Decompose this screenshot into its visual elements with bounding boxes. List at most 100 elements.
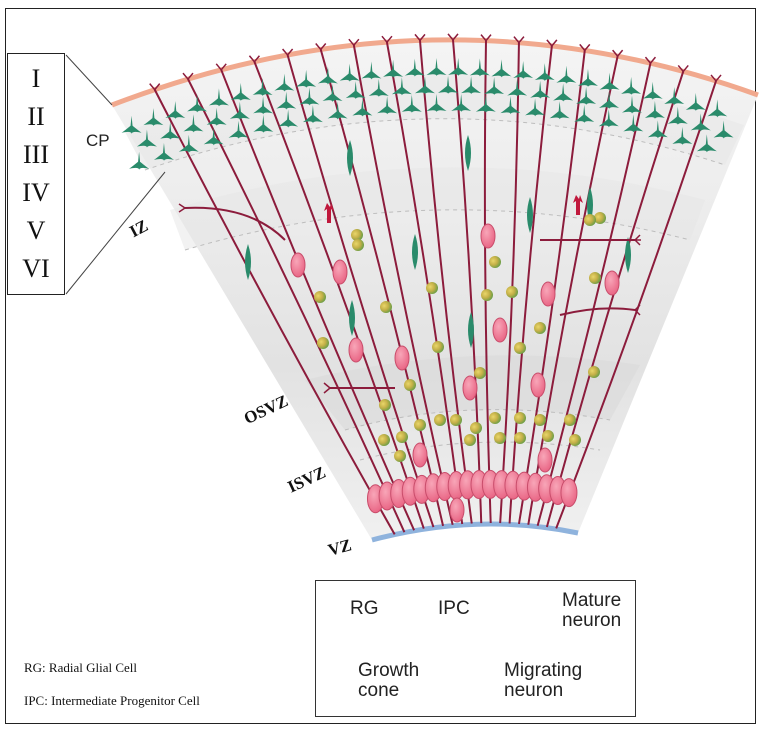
mature-neuron-icon [136, 129, 157, 148]
legend-rg-label: RG [350, 598, 379, 619]
ipc-icon [396, 431, 408, 443]
ipc-icon [514, 412, 526, 424]
mature-neuron-icon [183, 114, 204, 133]
ipc-icon [534, 322, 546, 334]
mature-neuron-icon [296, 69, 317, 88]
ipc-icon [352, 239, 364, 251]
outer-rg-soma [462, 375, 478, 401]
mature-neuron-icon [621, 95, 642, 114]
mature-neuron-icon [667, 106, 688, 125]
migrating-neurons [245, 135, 631, 348]
mature-neuron-icon [707, 99, 728, 118]
footnote-rg: RG: Radial Glial Cell [24, 660, 138, 675]
ipc-icon [317, 337, 329, 349]
migrating-neuron-icon [347, 140, 353, 176]
outer-rg-soma [537, 447, 553, 473]
endfoot-icon [579, 43, 591, 52]
layer-label: II [27, 102, 45, 131]
outer-rg-soma [530, 372, 546, 398]
rg-cell-bodies [290, 223, 620, 523]
endfoot-icon [182, 72, 194, 81]
mature-neuron-icon [229, 101, 250, 120]
mature-neuron-icon [187, 94, 208, 113]
radial-fiber [418, 40, 473, 524]
ipc-icon [494, 432, 506, 444]
mature-neuron-icon [383, 59, 404, 78]
callout-line-bottom [65, 171, 166, 295]
mature-neurons [121, 57, 734, 170]
mature-neuron-icon [208, 88, 229, 107]
ipc-icon [481, 289, 493, 301]
footnote-ipc: IPC: Intermediate Progenitor Cell [24, 693, 200, 708]
endfoot-icon [282, 48, 294, 57]
radial-fiber [508, 45, 553, 524]
radial-fiber [385, 41, 464, 525]
layer-label: IV [22, 178, 50, 207]
mature-neuron-icon [401, 94, 422, 113]
ipc-icon [426, 282, 438, 294]
radial-fiber [545, 71, 685, 528]
mature-neuron-icon [534, 63, 555, 82]
mature-neuron-icon [623, 114, 644, 133]
migrating-neuron-icon [468, 312, 474, 348]
mature-neuron-icon [475, 94, 496, 113]
ipc-icon [564, 414, 576, 426]
mature-neuron-icon [345, 81, 366, 100]
mature-neuron-icon [713, 120, 734, 139]
endfoot-icon [215, 63, 227, 71]
endfoot-icon [315, 42, 327, 51]
outer-rg-soma [394, 345, 410, 371]
ipc-icon [379, 399, 391, 411]
ipc-icon [588, 366, 600, 378]
ipc-icon [594, 212, 606, 224]
mature-neuron-icon [484, 77, 505, 96]
endfoot-icon [644, 56, 657, 65]
ipc-icon [404, 379, 416, 391]
legend-growth-label-1: Growth [358, 660, 420, 681]
radial-fiber [220, 69, 416, 531]
mature-neuron-icon [327, 101, 348, 120]
ipc-icon [351, 229, 363, 241]
mature-neuron-icon [203, 127, 224, 146]
mature-neuron-icon [426, 94, 447, 112]
mature-neuron-icon [647, 120, 668, 139]
zone-label-cp: CP [86, 131, 110, 150]
legend-mature-label-2: neuron [562, 610, 622, 631]
endfoot-icon [546, 39, 558, 48]
endfoot-icon [414, 33, 426, 42]
endfoot-icon [348, 38, 360, 47]
mature-neuron-icon [302, 105, 323, 124]
migrating-neuron-icon [587, 187, 593, 223]
outer-rg-soma [540, 281, 556, 307]
endfoot-icon [677, 64, 689, 73]
mature-neuron-icon [276, 91, 297, 110]
ipc-icon [314, 291, 326, 303]
migrating-neuron-icon [465, 135, 471, 171]
mature-neuron-icon [404, 58, 425, 77]
endfoot-icon [513, 36, 525, 44]
mature-neuron-icon [500, 96, 521, 115]
ipc-icon [489, 412, 501, 424]
mature-neuron-icon [438, 75, 459, 94]
endfoot-icon [447, 33, 459, 42]
radial-fiber [517, 50, 586, 525]
mature-neuron-icon [507, 78, 528, 97]
mature-neuron-icon [599, 72, 620, 91]
layer-label: VI [22, 254, 50, 283]
callout-line-top [65, 54, 113, 106]
legend-migrating-label-2: neuron [504, 680, 564, 701]
mature-neuron-icon [230, 82, 251, 101]
mature-neuron-icon [690, 113, 711, 132]
cortical-layers-box: I II III IV V VI [7, 53, 65, 295]
ipc-icon [506, 286, 518, 298]
mature-neuron-icon [461, 76, 482, 95]
legend-migrating-label-1: Migrating [504, 660, 583, 681]
radial-fiber [555, 80, 717, 529]
mature-neuron-icon [451, 93, 472, 112]
mature-neuron-icon [664, 87, 685, 106]
outer-rg-soma [290, 252, 306, 278]
migrating-neuron-icon [412, 234, 418, 270]
mature-neuron-icon [553, 83, 574, 102]
ipc-icon [464, 434, 476, 446]
